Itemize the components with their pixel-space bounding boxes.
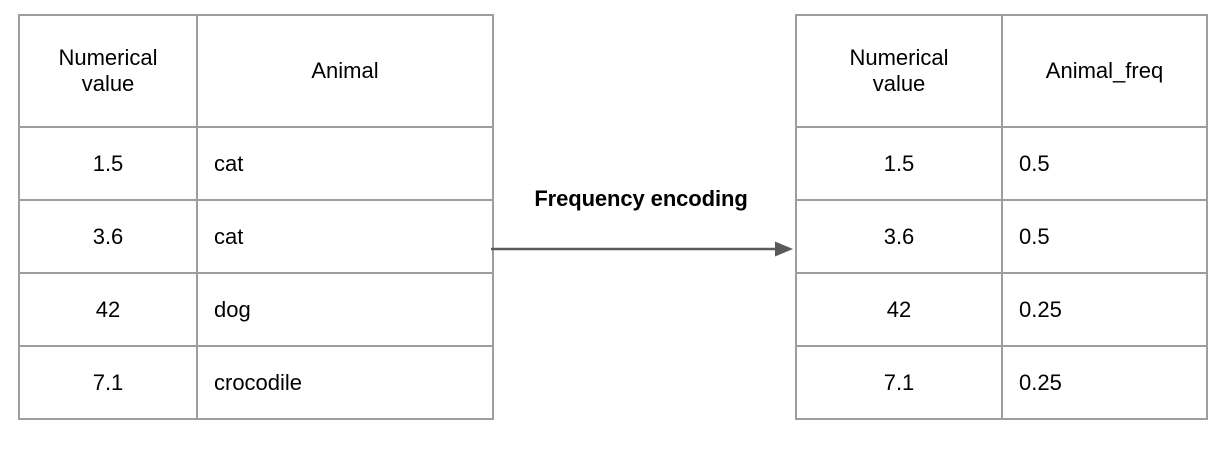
output-cell-animal-freq: 0.5: [1001, 199, 1208, 274]
table-header-row: Numerical value Animal_freq: [795, 14, 1208, 128]
output-cell-numerical-value: 3.6: [795, 199, 1003, 274]
header-line-2: value: [81, 71, 135, 96]
input-table: Numerical value Animal 1.5 cat 3.6 cat 4…: [18, 14, 494, 420]
transform-label: Frequency encoding: [534, 186, 748, 211]
table-row: 7.1 crocodile: [18, 345, 494, 420]
table-row: 1.5 cat: [18, 126, 494, 201]
input-cell-animal: crocodile: [196, 345, 494, 420]
output-cell-numerical-value: 42: [795, 272, 1003, 347]
arrow-right-icon: [491, 241, 793, 257]
input-cell-numerical-value: 3.6: [18, 199, 198, 274]
output-cell-numerical-value: 7.1: [795, 345, 1003, 420]
table-row: 3.6 cat: [18, 199, 494, 274]
output-table: Numerical value Animal_freq 1.5 0.5 3.6 …: [795, 14, 1208, 420]
header-line-2: value: [872, 71, 926, 96]
input-cell-numerical-value: 7.1: [18, 345, 198, 420]
header-line-1: Numerical: [849, 45, 949, 71]
input-cell-numerical-value: 42: [18, 272, 198, 347]
table-row: 42 0.25: [795, 272, 1208, 347]
input-cell-numerical-value: 1.5: [18, 126, 198, 201]
input-header-animal: Animal: [196, 14, 494, 128]
table-row: 1.5 0.5: [795, 126, 1208, 201]
table-row: 3.6 0.5: [795, 199, 1208, 274]
input-cell-animal: dog: [196, 272, 494, 347]
output-cell-animal-freq: 0.25: [1001, 272, 1208, 347]
header-line-1: Numerical: [58, 45, 158, 71]
output-cell-animal-freq: 0.25: [1001, 345, 1208, 420]
input-cell-animal: cat: [196, 199, 494, 274]
table-header-row: Numerical value Animal: [18, 14, 494, 128]
input-cell-animal: cat: [196, 126, 494, 201]
output-header-numerical-value: Numerical value: [795, 14, 1003, 128]
transform-group: Frequency encoding: [489, 186, 797, 266]
output-cell-numerical-value: 1.5: [795, 126, 1003, 201]
input-header-numerical-value: Numerical value: [18, 14, 198, 128]
output-cell-animal-freq: 0.5: [1001, 126, 1208, 201]
table-row: 7.1 0.25: [795, 345, 1208, 420]
table-row: 42 dog: [18, 272, 494, 347]
output-header-animal-freq: Animal_freq: [1001, 14, 1208, 128]
